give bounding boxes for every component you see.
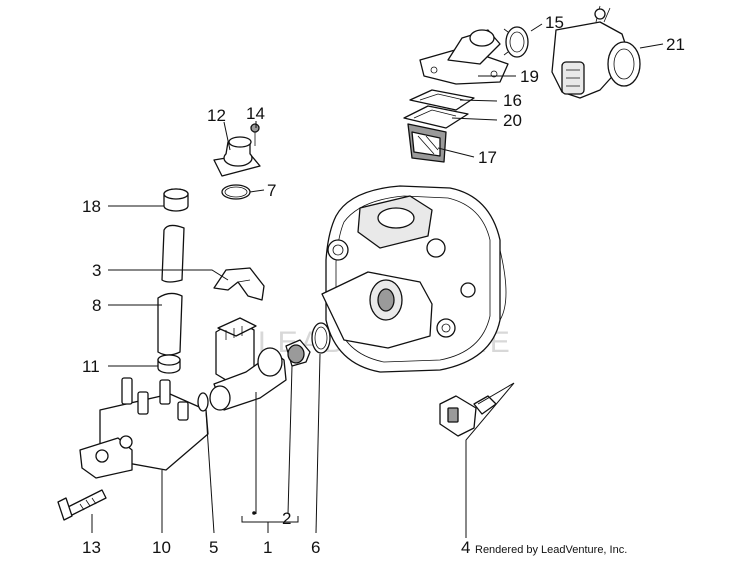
callout-14: 14	[246, 104, 265, 123]
part-20-reed-plate	[403, 105, 469, 129]
part-5-o-ring	[197, 392, 209, 412]
part-13-bolt	[57, 489, 107, 521]
part-16-reed-gasket	[409, 89, 475, 111]
callout-18: 18	[82, 197, 101, 216]
part-18-clamp	[163, 188, 189, 212]
callout-3: 3	[92, 261, 101, 280]
part-4-sensor	[439, 395, 497, 437]
part-7-o-ring	[221, 184, 251, 200]
part-6-o-ring	[311, 322, 331, 354]
callout-20: 20	[503, 111, 522, 130]
callout-16: 16	[503, 91, 522, 110]
part-11-clamp	[157, 354, 181, 374]
leader-lines	[91, 23, 664, 538]
callout-15: 15	[545, 13, 564, 32]
callout-10: 10	[152, 538, 171, 557]
callout-1: 1	[263, 538, 272, 557]
callout-5: 5	[209, 538, 218, 557]
part-15-clamp-ring	[503, 26, 529, 58]
part-21-carburetor	[551, 5, 641, 99]
callout-17: 17	[478, 148, 497, 167]
part-17-reed-valve	[407, 123, 447, 163]
callout-4: 4	[461, 538, 470, 557]
part-1-sensor-assembly	[209, 317, 287, 411]
callout-2: 2	[282, 509, 291, 528]
part-2-insert	[285, 339, 311, 367]
callout-21: 21	[666, 35, 685, 54]
callout-7: 7	[267, 181, 276, 200]
callout-19: 19	[520, 67, 539, 86]
leader-dot	[252, 511, 256, 515]
callout-11: 11	[82, 357, 100, 376]
part-19-intake-manifold	[419, 29, 509, 85]
cylinder-head	[321, 185, 507, 373]
part-12-thermostat-cover	[213, 136, 261, 177]
part-10-pump-body	[79, 377, 209, 479]
callout-6: 6	[311, 538, 320, 557]
part-8-hose	[157, 224, 185, 356]
callout-8: 8	[92, 296, 101, 315]
part-3-hose-clip	[213, 267, 265, 301]
part-14-bolt	[250, 123, 260, 146]
callout-12: 12	[207, 106, 226, 125]
credit-text: Rendered by LeadVenture, Inc.	[475, 544, 627, 556]
callout-13: 13	[82, 538, 101, 557]
